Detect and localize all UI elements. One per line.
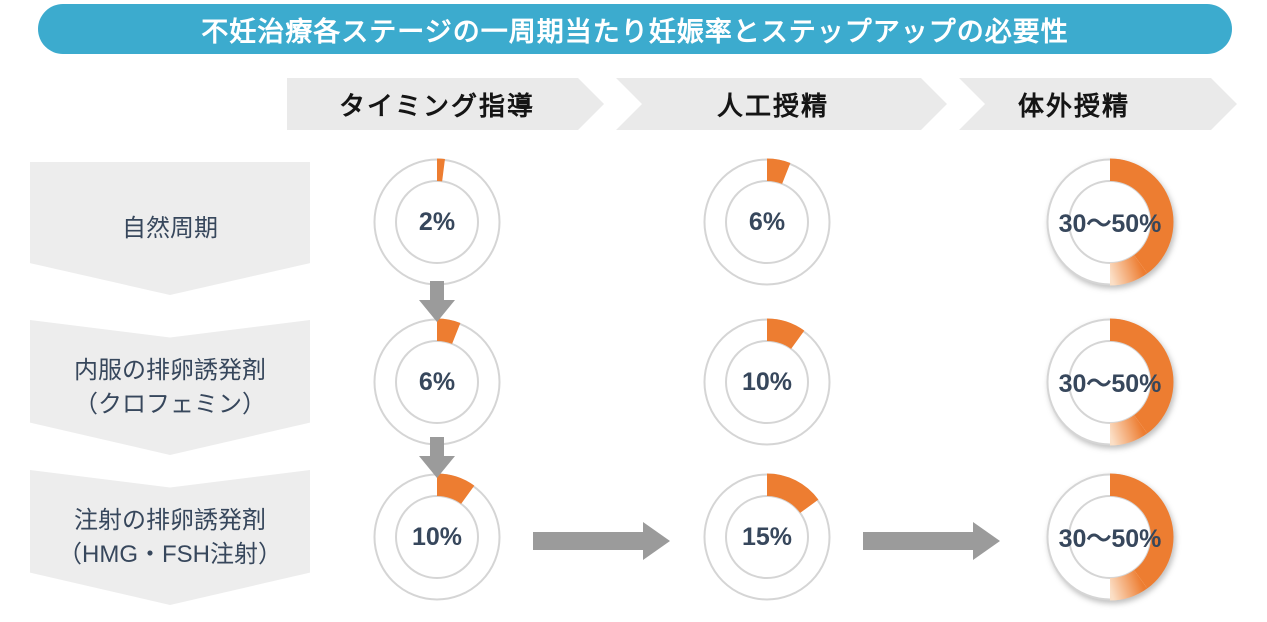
donut-ring — [702, 157, 832, 287]
donut-ring — [372, 157, 502, 287]
donut-natural-aih: 6% — [702, 157, 832, 287]
row-label-line2: （HMG・FSH注射） — [58, 540, 282, 568]
donut-ring — [372, 317, 502, 447]
row-label-line1: 自然周期 — [122, 214, 218, 242]
donut-value-label: 2% — [418, 207, 456, 236]
donut-ring — [702, 472, 832, 602]
row-label-oral-inducer: 内服の排卵誘発剤 （クロフェミン） — [30, 320, 310, 455]
donut-value-label: 6% — [748, 207, 786, 236]
row-label-text: 注射の排卵誘発剤 （HMG・FSH注射） — [58, 504, 282, 571]
donut-ring — [1045, 317, 1175, 447]
donut-injection-aih: 15% — [702, 472, 832, 602]
row-label-line2: （クロフェミン） — [74, 390, 266, 418]
donut-ring — [1045, 157, 1175, 287]
stage-header-aih: 人工授精 — [616, 78, 947, 130]
stage-header-aih-label: 人工授精 — [716, 90, 829, 121]
step-up-arrow-down-1 — [419, 281, 455, 322]
row-label-line1: 内服の排卵誘発剤 — [74, 356, 266, 384]
stage-header-ivf-label: 体外授精 — [1017, 90, 1130, 121]
row-label-text: 内服の排卵誘発剤 （クロフェミン） — [74, 354, 266, 421]
donut-injection-ivf: 30～50% — [1045, 472, 1175, 602]
step-up-arrow-right-1 — [533, 522, 670, 560]
donut-value-label: 10% — [411, 522, 463, 551]
row-label-natural-cycle: 自然周期 — [30, 162, 310, 295]
donut-natural-timing: 2% — [372, 157, 502, 287]
donut-injection-timing: 10% — [372, 472, 502, 602]
donut-ring — [702, 317, 832, 447]
donut-ring — [372, 472, 502, 602]
stage-header-ivf: 体外授精 — [959, 78, 1237, 130]
donut-value-label: 15% — [741, 522, 793, 551]
page-title: 不妊治療各ステージの一周期当たり妊娠率とステップアップの必要性 — [201, 16, 1069, 47]
donut-oral-timing: 6% — [372, 317, 502, 447]
donut-value-label: 30～50% — [1058, 210, 1162, 238]
donut-natural-ivf: 30～50% — [1045, 157, 1175, 287]
donut-value-label: 30～50% — [1058, 525, 1162, 553]
step-up-arrow-right-2 — [863, 522, 1000, 560]
donut-oral-aih: 10% — [702, 317, 832, 447]
donut-value-label: 30～50% — [1058, 370, 1162, 398]
row-label-line1: 注射の排卵誘発剤 — [74, 506, 266, 534]
title-banner: 不妊治療各ステージの一周期当たり妊娠率とステップアップの必要性 — [38, 4, 1232, 54]
step-up-arrow-down-2 — [419, 437, 455, 478]
stage-header-timing-label: タイミング指導 — [338, 90, 535, 121]
donut-oral-ivf: 30～50% — [1045, 317, 1175, 447]
row-label-text: 自然周期 — [122, 212, 218, 246]
stage-header-timing: タイミング指導 — [287, 78, 604, 130]
row-label-injection-inducer: 注射の排卵誘発剤 （HMG・FSH注射） — [30, 470, 310, 605]
donut-ring — [1045, 472, 1175, 602]
donut-value-label: 10% — [741, 367, 793, 396]
donut-value-label: 6% — [418, 367, 456, 396]
